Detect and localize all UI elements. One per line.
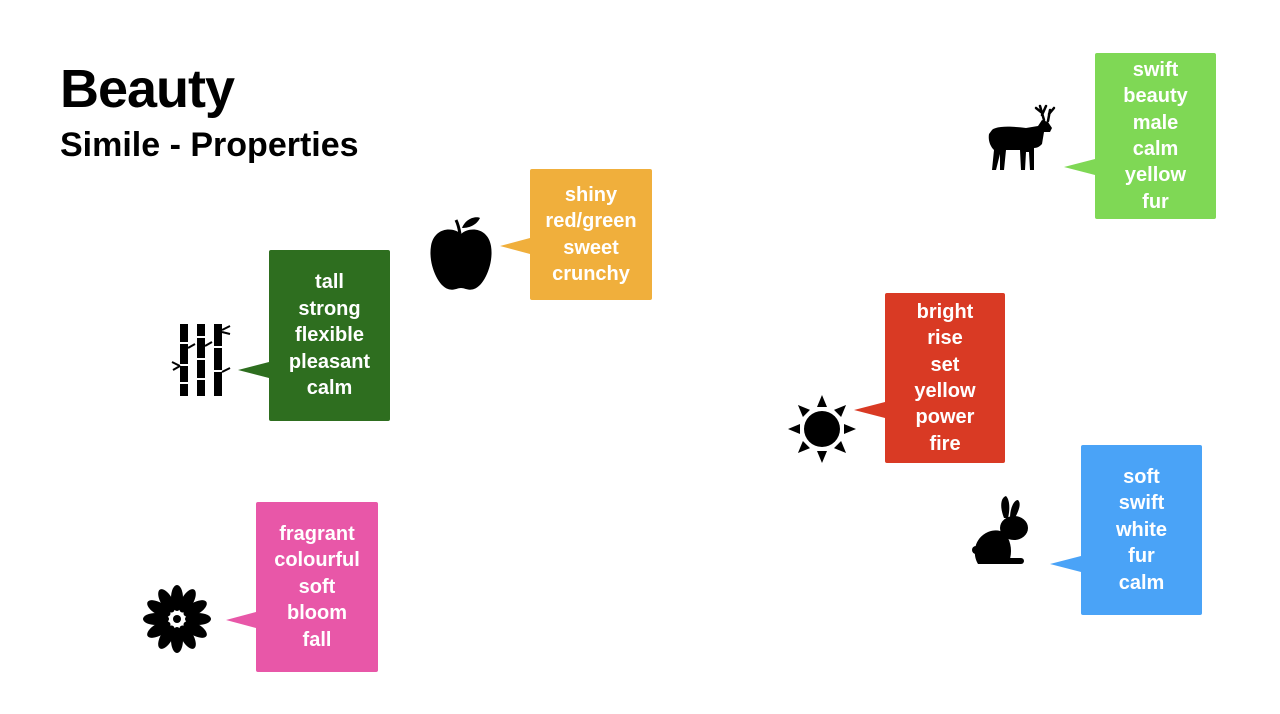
flower-callout-pointer	[226, 612, 256, 628]
property-text: red/green	[545, 210, 637, 233]
property-text: white	[1115, 518, 1168, 541]
property-text: sweet	[563, 236, 619, 259]
property-text: soft	[298, 575, 336, 598]
property-text: bright	[916, 300, 974, 323]
deer-properties-callout: swift beauty male calm yellow fur	[1095, 53, 1216, 219]
property-text: fur	[1128, 545, 1155, 568]
property-text: soft	[1123, 465, 1160, 488]
flower-properties-callout: fragrant colourful soft bloom fall	[256, 502, 378, 672]
bamboo-properties-callout: tall strong flexible pleasant calm	[269, 250, 390, 421]
flower-icon	[143, 585, 211, 653]
property-text: male	[1132, 111, 1179, 134]
property-text: strong	[298, 297, 361, 320]
property-text: swift	[1132, 58, 1179, 81]
property-text: calm	[306, 377, 353, 400]
apple-properties-callout: shiny red/green sweet crunchy	[530, 169, 652, 300]
deer-icon	[988, 104, 1056, 170]
bamboo-icon	[171, 324, 231, 396]
property-text: fire	[929, 432, 961, 455]
property-text: rise	[927, 327, 963, 350]
deer-callout-pointer	[1064, 159, 1095, 175]
property-text: crunchy	[552, 262, 630, 285]
page-subtitle: Simile - Properties	[60, 126, 359, 164]
property-text: beauty	[1123, 85, 1188, 108]
apple-callout-pointer	[500, 238, 530, 254]
property-text: colourful	[274, 549, 360, 572]
property-text: flexible	[295, 324, 364, 347]
page-title: Beauty	[60, 59, 235, 119]
property-text: yellow	[914, 380, 976, 402]
property-text: power	[915, 406, 975, 429]
property-text: pleasant	[288, 350, 371, 373]
sun-properties-callout: bright rise set yellow power fire	[885, 293, 1005, 463]
property-text: tall	[315, 271, 344, 294]
apple-icon	[430, 217, 492, 290]
rabbit-icon	[972, 496, 1028, 564]
property-text: fall	[302, 628, 332, 651]
property-text: yellow	[1124, 164, 1187, 187]
property-text: calm	[1132, 138, 1179, 160]
sun-callout-pointer	[854, 402, 885, 418]
rabbit-callout-pointer	[1050, 556, 1081, 572]
property-text: fur	[1142, 190, 1169, 213]
bamboo-callout-pointer	[238, 362, 269, 378]
sun-icon	[788, 395, 856, 463]
property-text: fragrant	[279, 522, 355, 545]
property-text: set	[930, 353, 960, 376]
property-text: calm	[1118, 571, 1165, 594]
property-text: bloom	[287, 602, 347, 625]
rabbit-properties-callout: soft swift white fur calm	[1081, 445, 1202, 615]
property-text: swift	[1118, 492, 1165, 515]
property-text: shiny	[564, 183, 618, 206]
